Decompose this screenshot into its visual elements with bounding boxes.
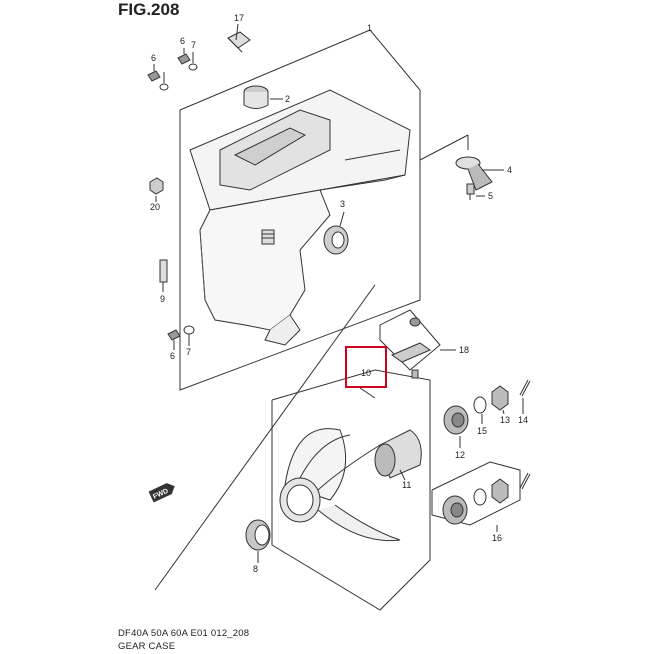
group-frame-propeller xyxy=(271,369,431,611)
part-6-7-top xyxy=(147,48,198,91)
callout-13: 13 xyxy=(500,415,510,425)
part-propeller xyxy=(279,428,401,542)
callout-3: 3 xyxy=(340,199,345,209)
callout-5: 5 xyxy=(488,191,493,201)
part-18-assembly xyxy=(379,309,456,379)
part-12-spacer xyxy=(443,405,469,448)
part-3-seal xyxy=(323,211,349,255)
callout-6-top-left: 6 xyxy=(151,53,156,63)
callout-6-top-right: 6 xyxy=(180,36,185,46)
callout-11: 8 xyxy=(253,564,258,574)
part-10-bushing xyxy=(374,429,422,481)
footer-name: GEAR CASE xyxy=(118,641,176,652)
part-4-anode xyxy=(419,134,504,191)
fwd-direction-arrow: FWD xyxy=(148,483,175,503)
part-17-sleeve xyxy=(227,23,251,53)
part-8-stud xyxy=(159,259,168,292)
part-6-7-lower xyxy=(167,325,195,350)
part-9-leader xyxy=(359,387,376,399)
callout-9: 10 xyxy=(361,368,371,378)
callout-12: 12 xyxy=(455,450,465,460)
part-16-assembly xyxy=(431,461,531,532)
callout-8: 9 xyxy=(160,294,165,304)
callout-14: 14 xyxy=(518,415,528,425)
callout-4: 4 xyxy=(507,165,512,175)
highlight-box-part-9 xyxy=(345,346,387,388)
part-14-cotter-pin xyxy=(519,379,531,414)
callout-6-lower: 6 xyxy=(170,351,175,361)
footer-code: DF40A 50A 60A E01 012_208 xyxy=(118,628,250,639)
part-15-washer xyxy=(473,396,487,424)
callout-15: 15 xyxy=(477,426,487,436)
callout-2: 2 xyxy=(285,94,290,104)
callout-7-top: 7 xyxy=(191,40,196,50)
callout-1: 1 xyxy=(367,23,372,33)
part-11-washer xyxy=(245,519,271,563)
part-5-bolt xyxy=(466,183,485,200)
group-frame-gearcase xyxy=(179,29,421,391)
part-13-nut xyxy=(491,385,509,415)
callout-17: 17 xyxy=(234,13,244,23)
figure-title: FIG.208 xyxy=(118,0,180,19)
callout-7-lower: 7 xyxy=(186,347,191,357)
gear-case-housing xyxy=(189,89,411,346)
leader-long-diagonal xyxy=(154,284,376,591)
callout-18: 18 xyxy=(459,345,469,355)
callout-20: 20 xyxy=(150,202,160,212)
callout-10: 11 xyxy=(402,480,411,490)
part-2-bearing xyxy=(243,85,283,109)
callout-16: 16 xyxy=(492,533,502,543)
part-20-nut xyxy=(149,177,164,202)
